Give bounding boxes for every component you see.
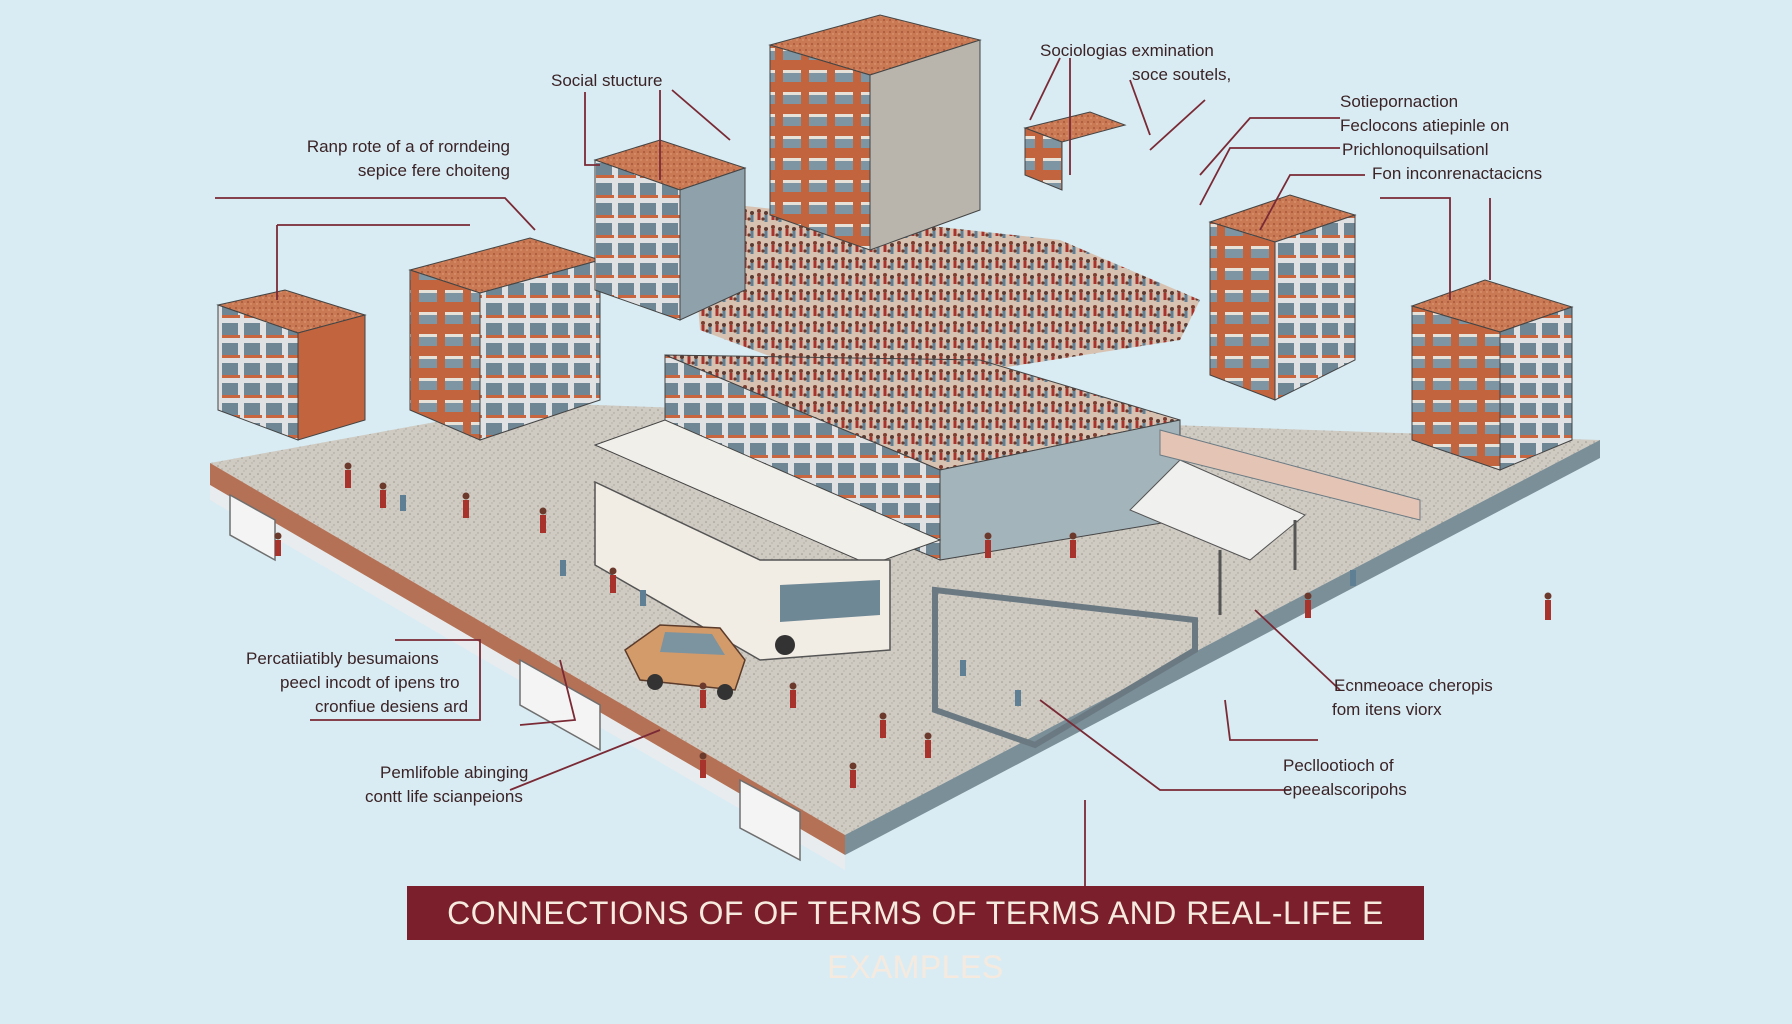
upper-left-building [593,139,747,321]
center-back-building [1023,111,1127,191]
central-building [593,354,1181,566]
tall-tower [768,14,982,251]
car [624,624,746,700]
label-rank-line2: sepice fere choiteng [357,161,510,180]
label-right-low-line2: epeealscoripohs [1283,780,1407,799]
label-right-line2: Feclocons atiepinle on [1340,116,1510,135]
label-left-low-line1: Pemlifoble abinging [380,763,529,782]
pedestrians [274,462,1552,788]
label-left-mid-line1: Percatiiatibly besumaions [246,649,439,668]
label-right-mid-line2: fom itens viorx [1332,700,1442,719]
leader-lines [215,57,1491,890]
right-building [1208,194,1357,401]
label-right-line1: Sotiepornaction [1340,92,1459,111]
label-right-mid-line1: Ecnmeoace cheropis [1334,676,1493,695]
label-social-structure: Social stucture [551,71,663,90]
label-rank-line1: Ranp rote of a of rorndeing [306,137,510,156]
label-left-mid-line3: cronfiue desiens ard [315,697,469,716]
label-right-line4: Fon inconrenactacicns [1372,164,1543,183]
far-right-building [1410,279,1574,471]
far-left-building [216,289,367,441]
left-building [408,237,602,441]
label-left-mid-line2: peecl incodt of ipens tro [280,673,460,692]
label-left-low-line2: contt life scianpeions [365,787,523,806]
bus [594,480,891,661]
courtyard-walls [932,429,1421,749]
label-sociologist-sub: soce soutels, [1132,65,1232,84]
shelter [1129,459,1306,615]
label-right-line3: Prichlonoquilsationl [1342,140,1489,159]
label-sociologist-examination: Sociologias exmination [1040,41,1214,60]
title-banner: CONNECTIONS OF OF TERMS OF TERMS AND REA… [407,886,1424,985]
label-right-low-line1: Pecllootioch of [1283,756,1394,775]
